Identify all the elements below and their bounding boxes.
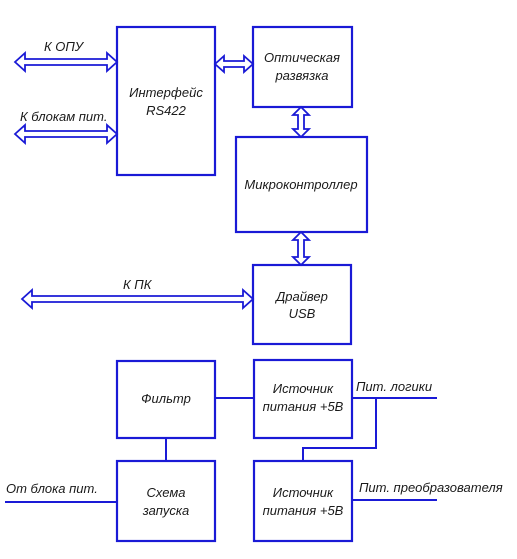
mcu-usb-double-arrow (290, 230, 312, 267)
usb-driver-block (251, 263, 353, 346)
mcu-label: Микроконтроллер (244, 177, 357, 192)
from-power-block-label: От блока пит. (6, 481, 98, 496)
start-circuit-block (115, 459, 217, 543)
usb-label-line1: Драйвер (274, 289, 328, 304)
optical-label-line2: развязка (274, 68, 328, 83)
psu-logic-block (252, 358, 354, 440)
filter-label: Фильтр (141, 391, 191, 406)
opu-double-arrow (13, 50, 119, 74)
psu-converter-label-line2: питания +5В (263, 503, 344, 518)
power-blocks-double-arrow (13, 122, 119, 146)
optical-label-line1: Оптическая (264, 50, 340, 65)
interface-label-line1: Интерфейс (129, 85, 203, 100)
start-circuit-label-line2: запуска (142, 503, 190, 518)
optical-isolation-block (251, 25, 354, 109)
psu-converter-block (252, 459, 354, 543)
usb-label-line2: USB (289, 306, 316, 321)
interface-optical-double-arrow (213, 53, 255, 75)
pc-double-arrow (20, 287, 255, 311)
interface-rs422-block (115, 25, 217, 177)
interface-label-line2: RS422 (146, 103, 187, 118)
filter-block (115, 359, 217, 440)
psu-logic-label-line1: Источник (273, 381, 334, 396)
optical-mcu-double-arrow (290, 105, 312, 139)
to-pc-label: К ПК (123, 277, 153, 292)
psu-logic-label-line2: питания +5В (263, 399, 344, 414)
microcontroller-block (234, 135, 369, 234)
psu-converter-label-line1: Источник (273, 485, 334, 500)
to-opu-label: К ОПУ (44, 39, 85, 54)
start-circuit-label-line1: Схема (147, 485, 186, 500)
to-power-blocks-label: К блокам пит. (20, 109, 107, 124)
branch-to-psu-converter-wire (302, 398, 377, 461)
power-logic-label: Пит. логики (356, 379, 432, 394)
power-converter-label: Пит. преобразователя (359, 480, 503, 495)
